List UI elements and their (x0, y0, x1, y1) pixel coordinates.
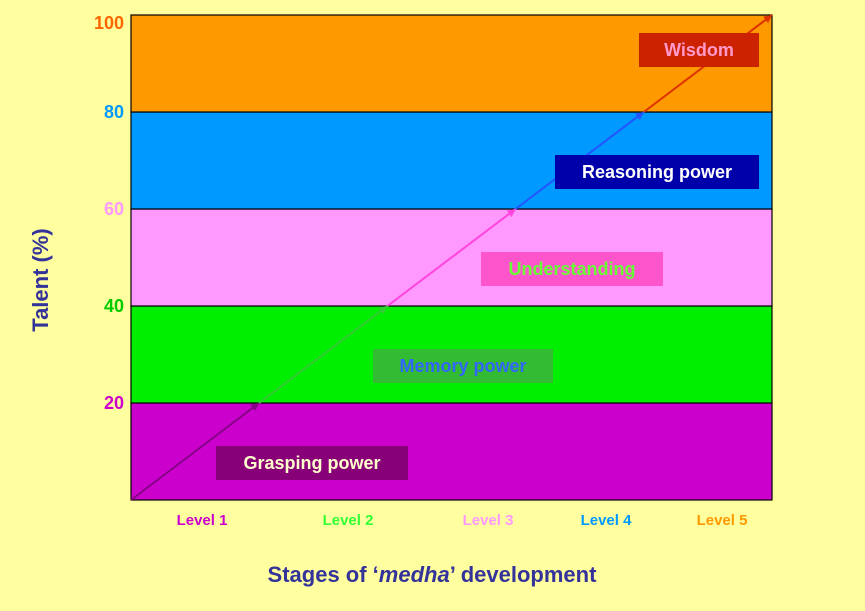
line-arrow-2 (378, 306, 388, 315)
y-tick-40: 40 (104, 296, 124, 316)
y-ticks-group: 20 40 60 80 100 (94, 13, 124, 413)
x-tick-level-3: Level 3 (463, 512, 514, 529)
band-label-3: Understanding (508, 259, 635, 279)
y-tick-60: 60 (104, 199, 124, 219)
line-arrow-3 (506, 209, 516, 218)
band-label-1: Grasping power (243, 453, 380, 473)
band-label-5: Wisdom (664, 40, 734, 60)
x-axis-label-part-2: medha (379, 562, 450, 587)
x-axis-label-part-1: Stages of ‘ (268, 562, 379, 587)
line-segment-3 (386, 208, 517, 307)
line-segment-2 (258, 305, 389, 404)
x-axis-label-part-3: ’ development (450, 562, 597, 587)
y-tick-100: 100 (94, 13, 124, 33)
band-label-bg-3 (481, 252, 663, 286)
band-label-bg-1 (216, 446, 408, 480)
y-tick-80: 80 (104, 102, 124, 122)
line-segment-1 (130, 402, 260, 501)
band-label-bg-4 (555, 155, 759, 189)
x-ticks-group: Level 1 Level 2 Level 3 Level 4 Level 5 (177, 512, 748, 529)
x-axis-label: Stages of ‘medha’ development (268, 562, 598, 587)
x-tick-level-1: Level 1 (177, 512, 228, 529)
band-label-bg-5 (639, 33, 759, 67)
band-label-4: Reasoning power (582, 162, 732, 182)
x-tick-level-4: Level 4 (581, 512, 633, 529)
band-label-2: Memory power (399, 356, 526, 376)
line-arrow-1 (250, 403, 260, 412)
x-tick-level-5: Level 5 (697, 512, 748, 529)
line-arrow-5 (763, 15, 772, 24)
x-tick-level-2: Level 2 (323, 512, 374, 529)
band-label-bg-2 (373, 349, 553, 383)
band-labels-group: Grasping power Memory power Understanding R… (216, 33, 759, 480)
y-tick-20: 20 (104, 393, 124, 413)
y-axis-label: Talent (%) (28, 228, 53, 331)
line-arrow-4 (634, 112, 644, 121)
